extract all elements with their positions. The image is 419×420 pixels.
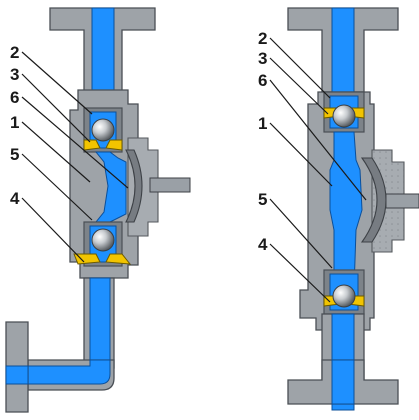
right-leader-1 — [269, 122, 333, 187]
left-leader-3 — [21, 73, 91, 143]
right-lower-ball — [332, 284, 356, 308]
left-leader-1 — [21, 121, 91, 183]
left-chamber-fluid — [94, 151, 127, 223]
right-leader-6 — [269, 79, 367, 201]
right-leader-4 — [269, 243, 331, 303]
left-diaphragm — [125, 149, 143, 223]
left-callout-4: 4 — [10, 189, 20, 208]
right-bottom-flange-fluid — [331, 359, 355, 405]
left-callout-1: 1 — [10, 113, 19, 132]
left-top-pipe-fluid — [91, 7, 115, 99]
right-callout-2: 2 — [258, 29, 267, 48]
right-callout-6: 6 — [258, 71, 267, 90]
left-leader-5 — [21, 153, 93, 221]
left-callout-2: 2 — [10, 43, 19, 62]
left-upper-seal — [83, 139, 123, 151]
right-pump — [287, 7, 419, 411]
right-piston-rod — [385, 193, 419, 209]
left-callout-5: 5 — [10, 145, 19, 164]
right-leader-2 — [269, 37, 331, 99]
left-leader-6 — [21, 96, 129, 189]
right-callout-4: 4 — [258, 235, 268, 254]
right-callout-3: 3 — [258, 49, 267, 68]
right-callout-1: 1 — [258, 114, 267, 133]
left-leader-2 — [21, 51, 93, 115]
right-leader-5 — [269, 198, 333, 269]
right-leader-3 — [269, 57, 329, 115]
left-leader-4 — [21, 197, 85, 263]
left-lower-seal — [73, 253, 132, 265]
left-upper-ball — [91, 118, 115, 142]
left-pump — [5, 7, 191, 413]
right-diaphragm — [360, 157, 387, 243]
left-lower-pipe-fluid — [89, 277, 111, 363]
right-upper-ball — [332, 104, 356, 128]
left-callout-3: 3 — [10, 65, 19, 84]
right-top-pipe-fluid — [331, 7, 355, 105]
right-callouts: 2 3 6 1 5 4 — [258, 29, 367, 303]
right-callout-5: 5 — [258, 190, 267, 209]
left-side-flange-fluid — [5, 365, 29, 385]
left-callouts: 2 3 6 1 5 4 — [10, 43, 129, 263]
left-piston-rod — [149, 177, 191, 193]
left-callout-6: 6 — [10, 88, 19, 107]
left-lower-ball — [91, 228, 115, 252]
